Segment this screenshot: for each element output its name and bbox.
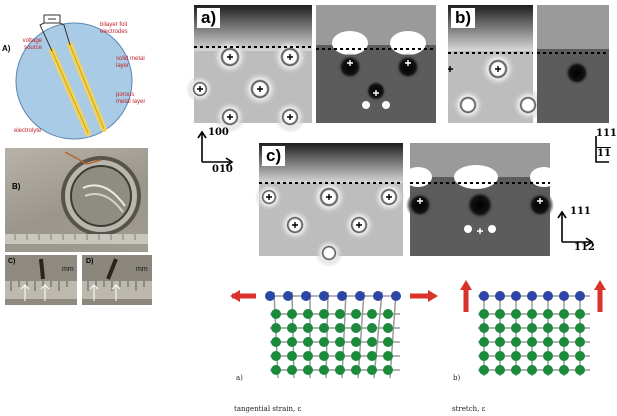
porous-metal-label: porous metal layer	[116, 92, 146, 105]
bilayer-label: bilayer foil electrodes	[100, 22, 128, 35]
panel-d-label: D)	[86, 258, 94, 265]
panel-c-label: C)	[8, 258, 16, 265]
solid-metal-label: solid metal layer	[116, 56, 145, 69]
axes-a-right-label: 010	[212, 164, 233, 175]
panel-c-scale: mm	[62, 266, 74, 273]
lattice-b-label: b)	[453, 374, 461, 382]
axes-a-icon	[197, 130, 234, 167]
lattice-b-diagram	[460, 280, 606, 376]
panel-a-label: A)	[2, 44, 11, 53]
sim-b-label: b)	[451, 8, 476, 28]
sim-a-label: a)	[197, 8, 221, 28]
sim-c-label: c)	[262, 146, 286, 166]
axes-c-up-label: 111	[570, 206, 591, 217]
axes-b-up-label: 111	[596, 128, 617, 139]
sim-a-difference-map	[316, 5, 436, 123]
sim-b-difference-map	[537, 5, 609, 123]
axes-c-icon	[557, 210, 594, 247]
axes-b-right-label: 11	[597, 148, 611, 159]
lattice-a-diagram	[230, 290, 438, 379]
panel-b-label: B)	[12, 182, 21, 191]
axes-c-right-label: 112	[574, 242, 595, 253]
axes-b-icon	[595, 136, 609, 163]
axes-a-up-label: 100	[208, 127, 229, 138]
electrolyte-label: electrolyte	[14, 128, 42, 134]
lattice-b-caption: stretch, ε	[452, 405, 486, 413]
panel-b-photo	[5, 148, 148, 252]
lattice-a-label: a)	[236, 374, 243, 382]
lattice-a-caption: tangential strain, ε	[234, 405, 302, 413]
panel-d-scale: mm	[136, 266, 148, 273]
panel-c-photo	[5, 255, 77, 305]
panel-d-photo	[82, 255, 152, 305]
panel-a-schematic	[0, 5, 140, 145]
voltage-source-label: voltage source	[22, 38, 42, 51]
sim-c-difference-map	[404, 143, 558, 256]
sim-a-charge-map	[186, 5, 312, 133]
